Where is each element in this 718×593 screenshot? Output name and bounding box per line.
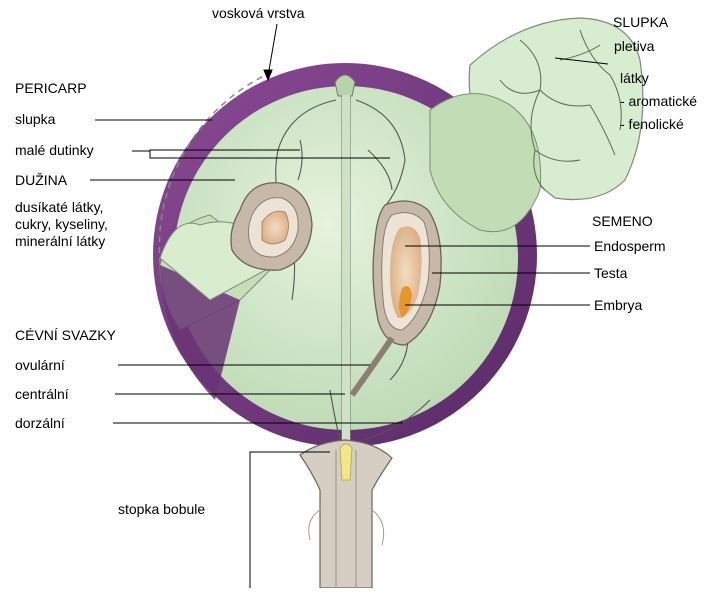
wax-layer-label: vosková vrstva <box>212 5 305 22</box>
pericarp-title: PERICARP <box>15 80 87 97</box>
skin-substances-label: látky <box>620 70 649 87</box>
phenolic-label: - fenolické <box>620 116 684 133</box>
pulp-content-line: dusíkaté látky, <box>15 199 108 216</box>
endosperm-label: Endosperm <box>594 238 666 255</box>
central-label: centrální <box>15 386 69 403</box>
central-axis <box>342 95 350 455</box>
stylar-remnant <box>335 75 355 96</box>
pulp-content-line: minerální látky <box>15 233 108 250</box>
ovular-label: ovulární <box>15 357 65 374</box>
pulp-content-line: cukry, kyseliny, <box>15 216 108 233</box>
seed-title: SEMENO <box>592 213 653 230</box>
berry-stalk <box>300 440 392 588</box>
pericarp-skin-label: slupka <box>15 111 55 128</box>
skin-tissues-label: pletiva <box>614 38 654 55</box>
dorsal-label: dorzální <box>15 415 65 432</box>
skin-title: SLUPKA <box>613 14 668 31</box>
pulp-content: dusíkaté látky, cukry, kyseliny, minerál… <box>15 199 108 250</box>
pulp-title: DUŽINA <box>15 172 67 189</box>
cavities-label: malé dutinky <box>15 142 94 159</box>
vascular-title: CÉVNÍ SVAZKY <box>15 327 116 344</box>
embryo-label: Embrya <box>594 297 642 314</box>
testa-label: Testa <box>594 265 627 282</box>
stalk-label: stopka bobule <box>118 501 205 518</box>
aromatic-label: - aromatické <box>620 93 697 110</box>
